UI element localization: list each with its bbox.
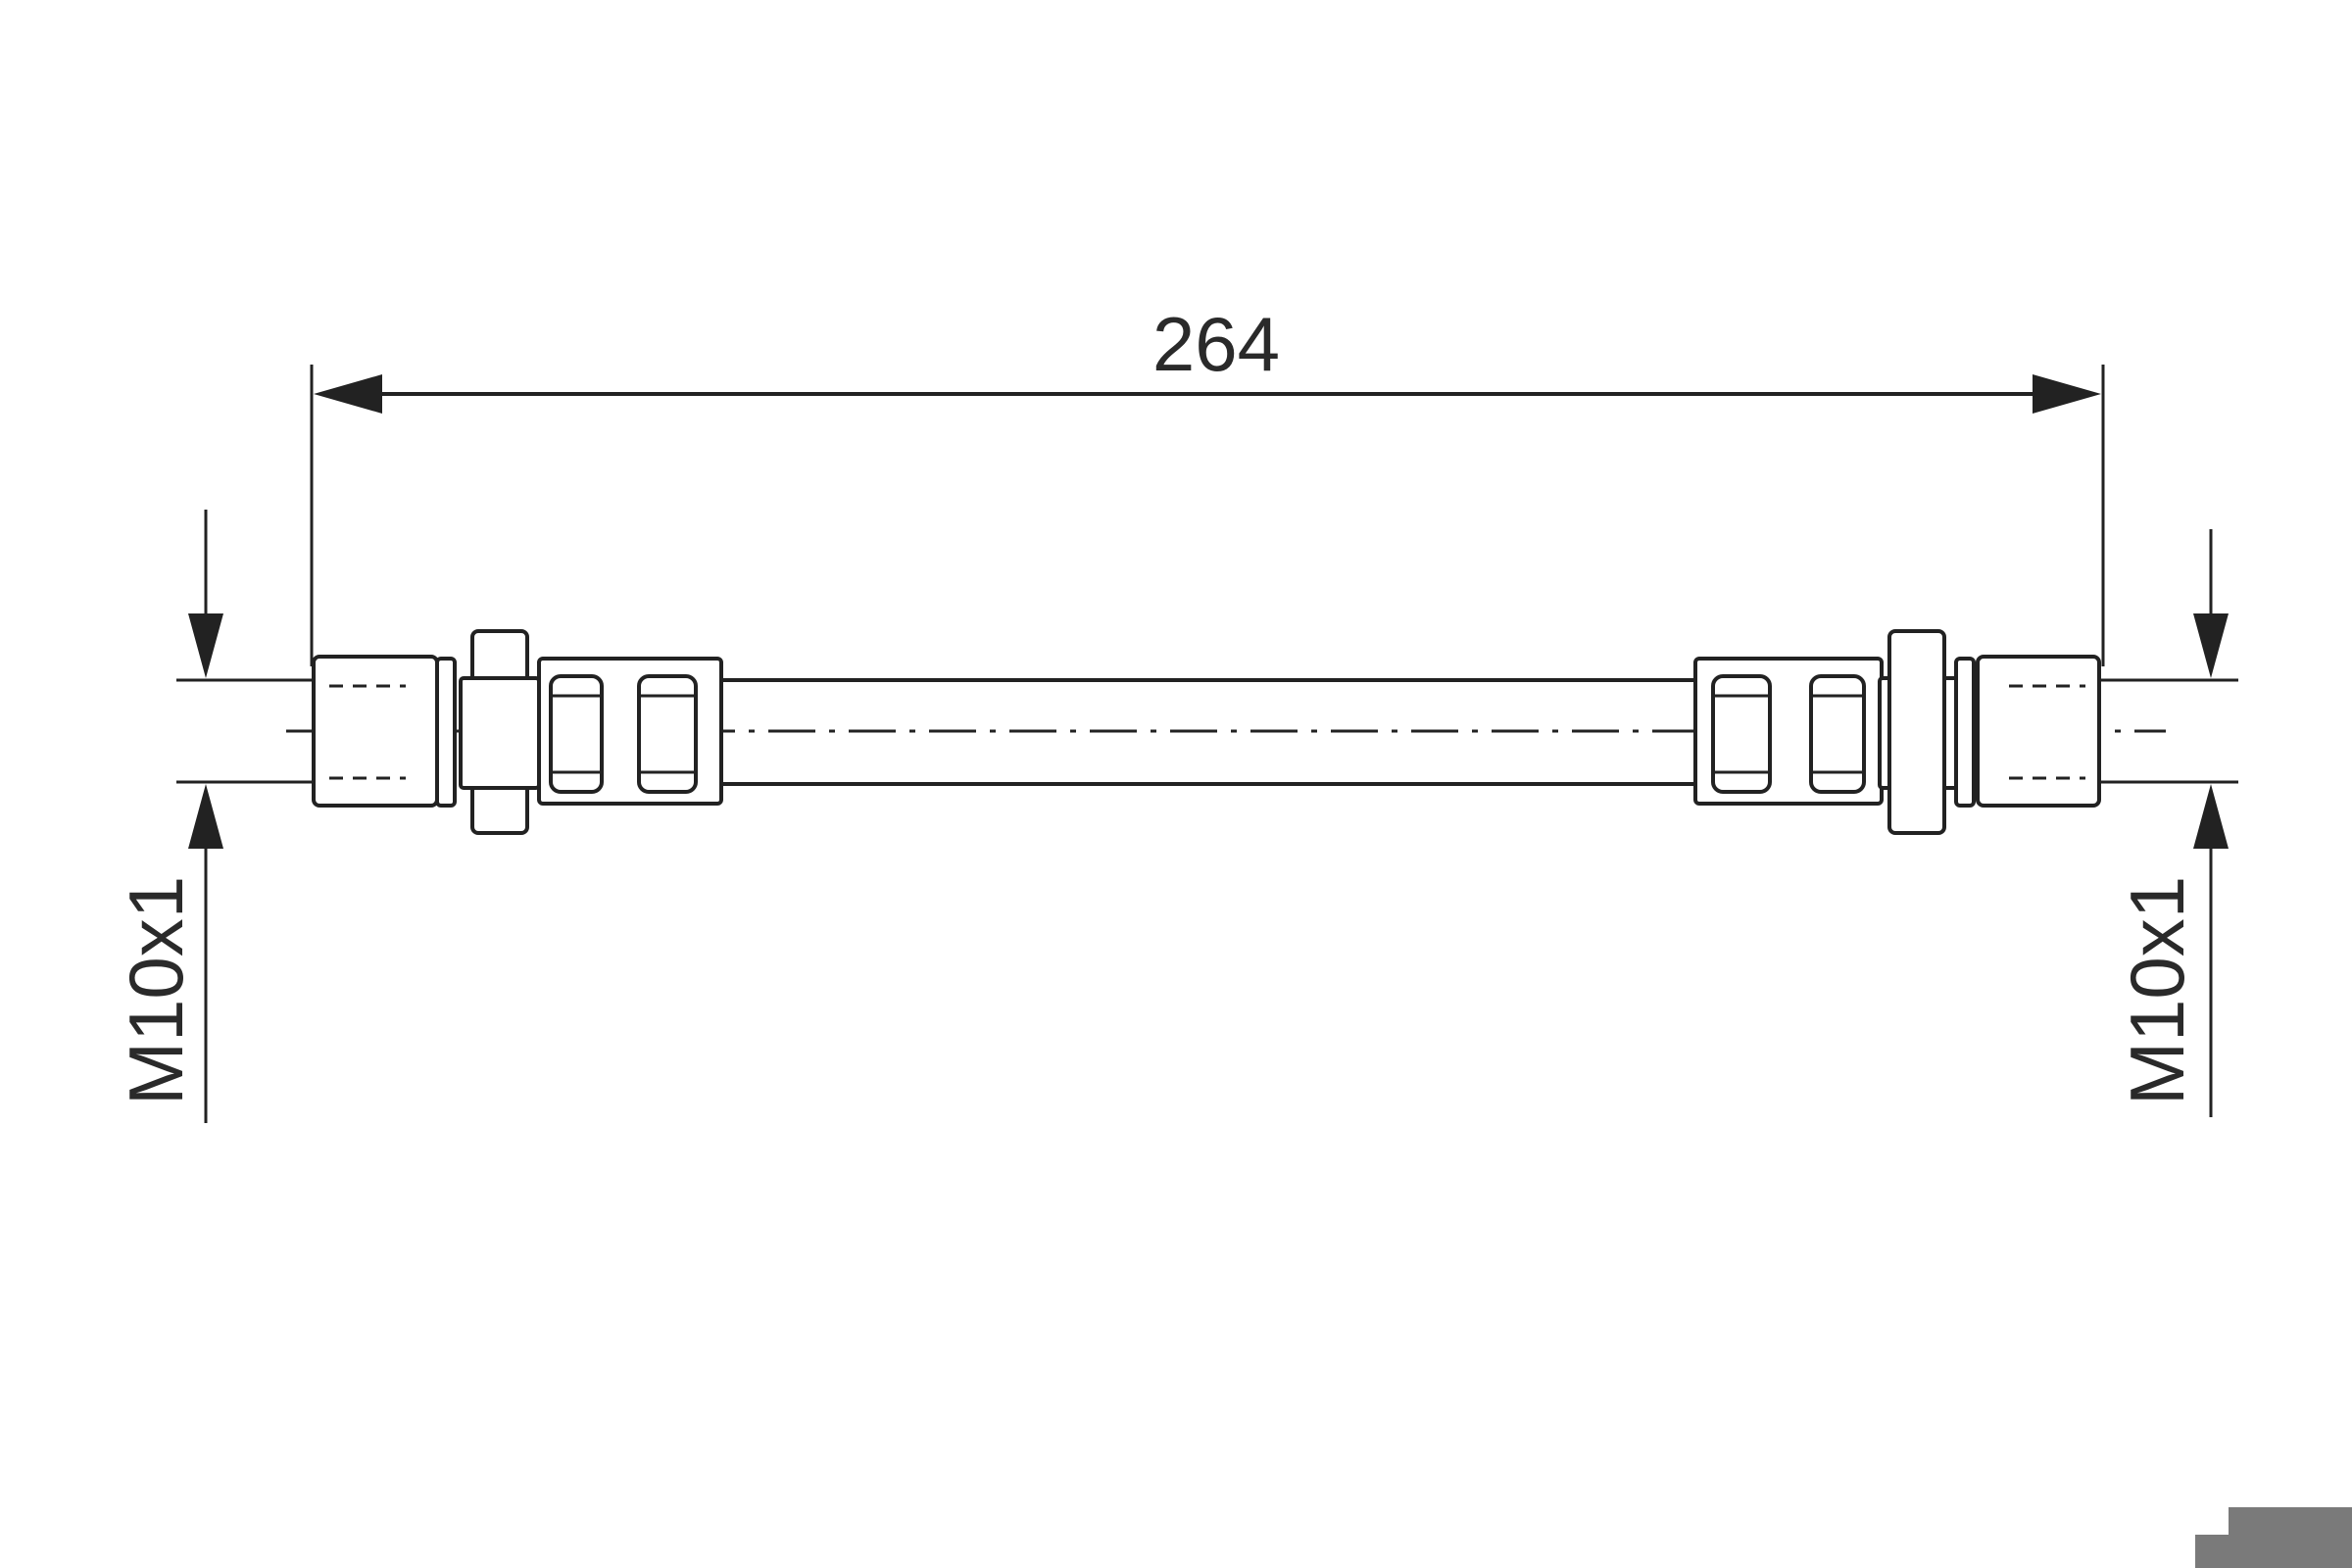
- right-thread-up-arrow: [2193, 784, 2229, 849]
- hose-body: [721, 678, 1695, 786]
- left-thread-down-arrow: [188, 613, 223, 678]
- left-arrowhead: [314, 374, 382, 414]
- left-thread-up-arrow: [188, 784, 223, 849]
- right-crimp-1: [1711, 674, 1772, 794]
- right-hex-nut: [1887, 629, 1946, 835]
- right-thread-label: M10x1: [2114, 876, 2200, 1105]
- left-thread-label: M10x1: [113, 876, 199, 1105]
- right-arrowhead: [2033, 374, 2101, 414]
- length-dimension: 264: [310, 301, 2105, 666]
- right-collar: [1954, 657, 1976, 808]
- right-fitting: [1693, 629, 2101, 835]
- right-thread-down-arrow: [2193, 613, 2229, 678]
- left-crimp-2: [637, 674, 698, 794]
- left-threaded-stem: [312, 655, 439, 808]
- right-thread-dimension: M10x1: [2114, 529, 2229, 1117]
- right-threaded-stem: [1976, 655, 2101, 808]
- right-crimp-2: [1809, 674, 1866, 794]
- left-fitting: [312, 629, 723, 835]
- left-thread-dimension: M10x1: [113, 510, 223, 1123]
- length-dimension-label: 264: [1152, 301, 1280, 387]
- left-crimp-1: [549, 674, 604, 794]
- left-collar: [435, 657, 457, 808]
- corner-shade: [2195, 1507, 2352, 1568]
- left-hex-nut-inner: [459, 676, 541, 790]
